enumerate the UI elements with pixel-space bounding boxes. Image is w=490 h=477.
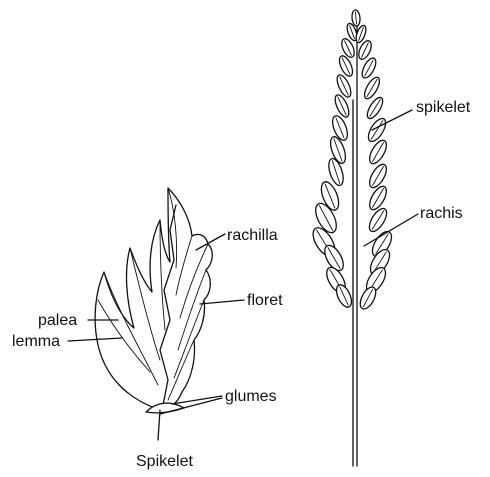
floret-leader (200, 300, 244, 304)
label-rachis: rachis (420, 205, 463, 222)
spikelet-drawing (95, 188, 212, 440)
label-lemma: lemma (12, 333, 60, 350)
label-floret: floret (247, 292, 283, 309)
label-spikelet-caption: Spikelet (136, 453, 193, 470)
label-spikelet: spikelet (416, 99, 471, 116)
spikelet-cluster (309, 10, 396, 312)
label-rachilla: rachilla (227, 227, 278, 244)
label-palea: palea (38, 312, 77, 329)
label-glumes: glumes (225, 388, 277, 405)
panicle-drawing (309, 10, 396, 466)
